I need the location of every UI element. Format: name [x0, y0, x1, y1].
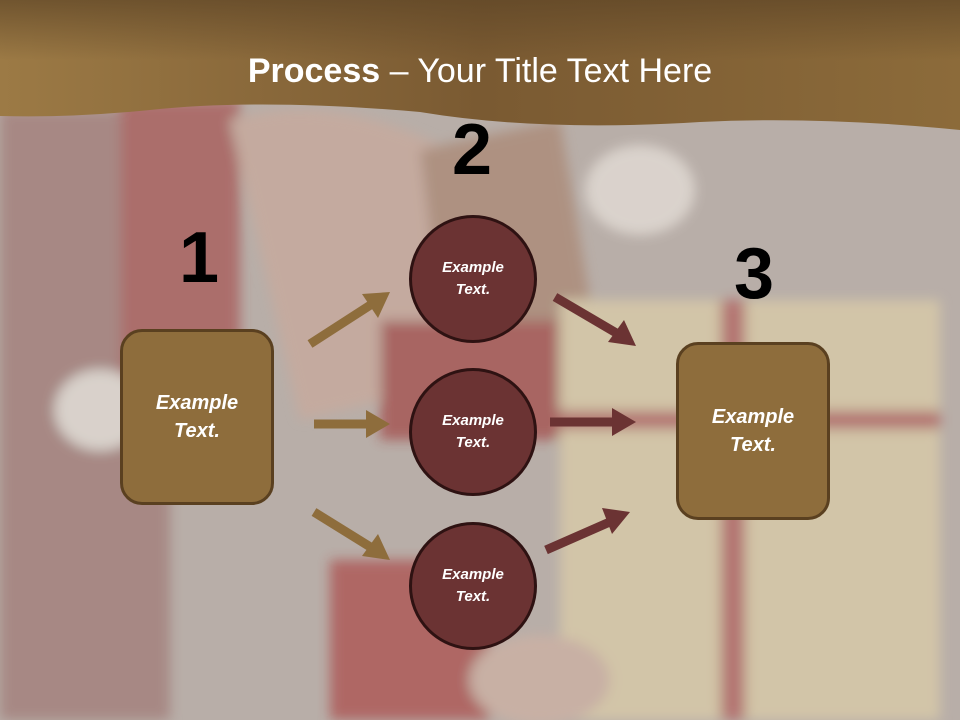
process-box-left-label: Example Text.: [155, 392, 239, 442]
process-circle-middle-label: Example Text.: [442, 411, 504, 452]
process-box-left[interactable]: Example Text.: [120, 329, 274, 505]
step-number-3: 3: [733, 234, 775, 314]
process-box-right[interactable]: Example Text.: [676, 342, 830, 520]
arrow-left-to-top: [307, 292, 390, 348]
process-circle-top[interactable]: Example Text.: [409, 215, 537, 343]
process-circle-bottom[interactable]: Example Text.: [409, 522, 537, 650]
step-number-2: 2: [451, 110, 493, 190]
process-circle-bottom-label: Example Text.: [442, 565, 504, 606]
process-box-right-label: Example Text.: [711, 406, 795, 456]
arrow-middle-to-right: [550, 408, 636, 436]
arrow-left-to-middle: [314, 410, 390, 438]
process-circle-top-label: Example Text.: [442, 258, 504, 299]
arrow-bottom-to-right: [544, 508, 630, 555]
title-rest: – Your Title Text Here: [380, 52, 713, 90]
slide-title: Process – Your Title Text Here: [0, 52, 960, 91]
process-circle-middle[interactable]: Example Text.: [409, 368, 537, 496]
step-number-1: 1: [178, 218, 220, 298]
title-strong: Process: [247, 52, 381, 90]
arrow-top-to-right: [552, 293, 636, 346]
arrow-left-to-bottom: [311, 508, 390, 560]
